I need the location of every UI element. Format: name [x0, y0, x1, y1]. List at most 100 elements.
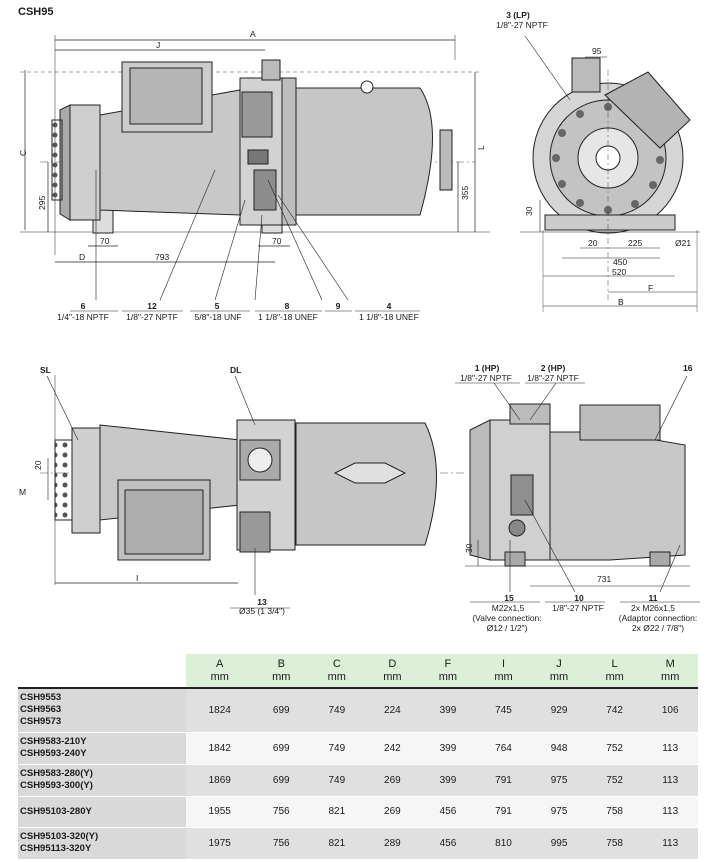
- value-cell: 289: [364, 827, 421, 860]
- value-cell: 456: [420, 796, 476, 828]
- dim-b: B: [618, 297, 624, 307]
- dim-70a: 70: [100, 236, 110, 246]
- value-cell: 224: [364, 688, 421, 733]
- value-cell: 791: [475, 764, 532, 797]
- callout-6-num: 6: [80, 301, 86, 311]
- dim-30: 30: [524, 206, 534, 216]
- dim-95: 95: [592, 46, 602, 56]
- value-cell: 764: [475, 732, 532, 765]
- value-cell: 821: [309, 796, 365, 828]
- value-cell: 791: [475, 796, 532, 828]
- value-cell: 756: [253, 796, 310, 828]
- value-cell: 1955: [186, 796, 254, 828]
- rear-side-view: [455, 375, 700, 603]
- value-cell: 113: [642, 732, 698, 765]
- value-cell: 269: [364, 764, 421, 797]
- plan-view: [40, 375, 465, 609]
- callout-9-num: 9: [335, 301, 341, 311]
- dim-355: 355: [460, 185, 470, 200]
- value-cell: 752: [586, 732, 643, 765]
- callout-4-num: 4: [386, 301, 392, 311]
- callout-15-l3: Ø12 / 1/2"): [486, 623, 528, 633]
- dim-c: C: [18, 149, 28, 156]
- dim-d: D: [79, 252, 86, 262]
- value-cell: 399: [420, 764, 476, 797]
- callout-10-num: 10: [574, 593, 584, 603]
- model-cell: CSH9583-280(Y)CSH9593-300(Y): [18, 764, 186, 797]
- dim-f: F: [648, 283, 654, 293]
- value-cell: 1869: [186, 764, 254, 797]
- value-cell: 106: [642, 688, 698, 733]
- table-row: CSH95103-280Y 1955 756 821 269 456 791 9…: [18, 796, 698, 828]
- callout-13-text: Ø35 (1 3/4"): [238, 606, 286, 616]
- value-cell: 699: [253, 732, 310, 765]
- value-cell: 758: [586, 796, 643, 828]
- callout-8-num: 8: [284, 301, 290, 311]
- value-cell: 699: [253, 688, 310, 733]
- table-row: CSH95103-320(Y)CSH95113-320Y 1975 756 82…: [18, 827, 698, 860]
- value-cell: 810: [475, 827, 532, 860]
- value-cell: 749: [309, 688, 365, 733]
- callout-4-text: 1 1/8"-18 UNEF: [359, 312, 419, 322]
- callout-12-num: 12: [147, 301, 157, 311]
- dim-295: 295: [37, 195, 47, 210]
- end-view: [520, 35, 700, 312]
- value-cell: 113: [642, 827, 698, 860]
- value-cell: 699: [253, 764, 310, 797]
- table-header-model: [18, 654, 186, 689]
- value-cell: 742: [586, 688, 643, 733]
- callout-15-num: 15: [504, 593, 514, 603]
- value-cell: 1824: [186, 688, 254, 733]
- value-cell: 948: [531, 732, 587, 765]
- callout-11-l3: 2x Ø22 / 7/8"): [631, 623, 685, 633]
- table-row: CSH9583-280(Y)CSH9593-300(Y) 1869 699 74…: [18, 764, 698, 797]
- value-cell: 1975: [186, 827, 254, 860]
- value-cell: 399: [420, 688, 476, 733]
- callout-10-text: 1/8"-27 NPTF: [552, 603, 604, 613]
- callout-3lp-text: 1/8"-27 NPTF: [496, 20, 548, 30]
- callout-6-text: 1/4"-18 NPTF: [57, 312, 109, 322]
- value-cell: 758: [586, 827, 643, 860]
- callout-11-l2: (Adaptor connection:: [618, 613, 698, 623]
- value-cell: 456: [420, 827, 476, 860]
- dim-731: 731: [597, 574, 612, 584]
- value-cell: 749: [309, 732, 365, 765]
- callout-2hp-num: 2 (HP): [540, 363, 566, 373]
- dim-j: J: [156, 40, 161, 50]
- value-cell: 113: [642, 764, 698, 797]
- top-side-view: [20, 35, 490, 312]
- callout-5-num: 5: [214, 301, 220, 311]
- value-cell: 1842: [186, 732, 254, 765]
- callout-15-l2: (Valve connection:: [472, 613, 542, 623]
- callout-8-text: 1 1/8"-18 UNEF: [258, 312, 318, 322]
- model-cell: CSH95103-280Y: [18, 796, 186, 828]
- value-cell: 975: [531, 796, 587, 828]
- value-cell: 269: [364, 796, 421, 828]
- value-cell: 821: [309, 827, 365, 860]
- dim-m: M: [19, 487, 27, 497]
- value-cell: 745: [475, 688, 532, 733]
- dim-30-right: 30: [464, 543, 474, 553]
- callout-15-l1: M22x1,5: [491, 603, 525, 613]
- callout-13-num: 13: [257, 597, 267, 607]
- value-cell: 749: [309, 764, 365, 797]
- dim-520: 520: [612, 267, 627, 277]
- value-cell: 756: [253, 827, 310, 860]
- callout-1hp-num: 1 (HP): [474, 363, 500, 373]
- dim-450: 450: [613, 257, 628, 267]
- dim-70b: 70: [272, 236, 282, 246]
- callout-11-l1: 2x M26x1,5: [631, 603, 675, 613]
- callout-12-text: 1/8"-27 NPTF: [126, 312, 178, 322]
- value-cell: 929: [531, 688, 587, 733]
